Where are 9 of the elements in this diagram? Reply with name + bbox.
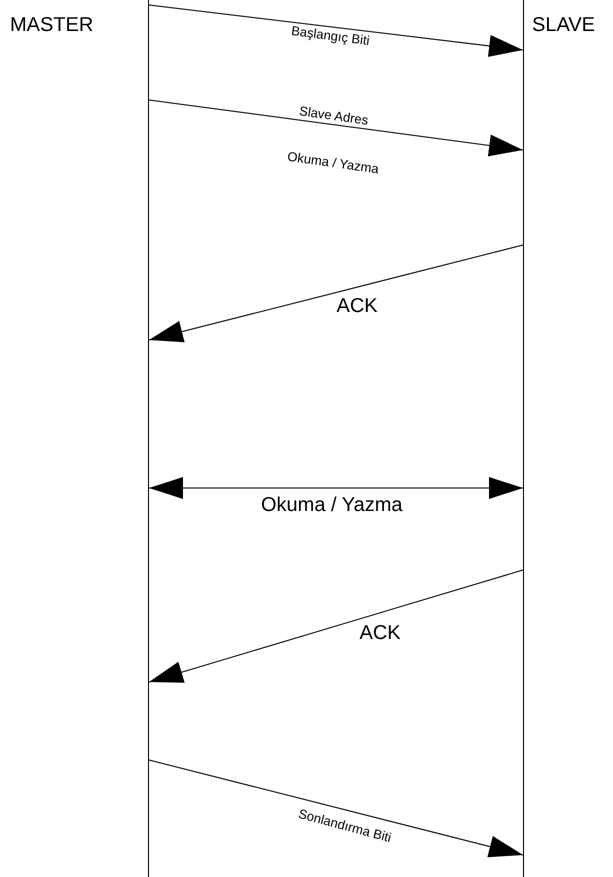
participant-lifeline [10, 0, 149, 877]
participant-label: MASTER [10, 14, 94, 37]
arrow [148, 477, 524, 499]
arrow [148, 4, 524, 57]
participant-label: SLAVE [532, 14, 595, 37]
arrow [148, 760, 524, 858]
arrow [148, 244, 524, 342]
arrow [148, 100, 524, 156]
arrow [148, 570, 524, 683]
